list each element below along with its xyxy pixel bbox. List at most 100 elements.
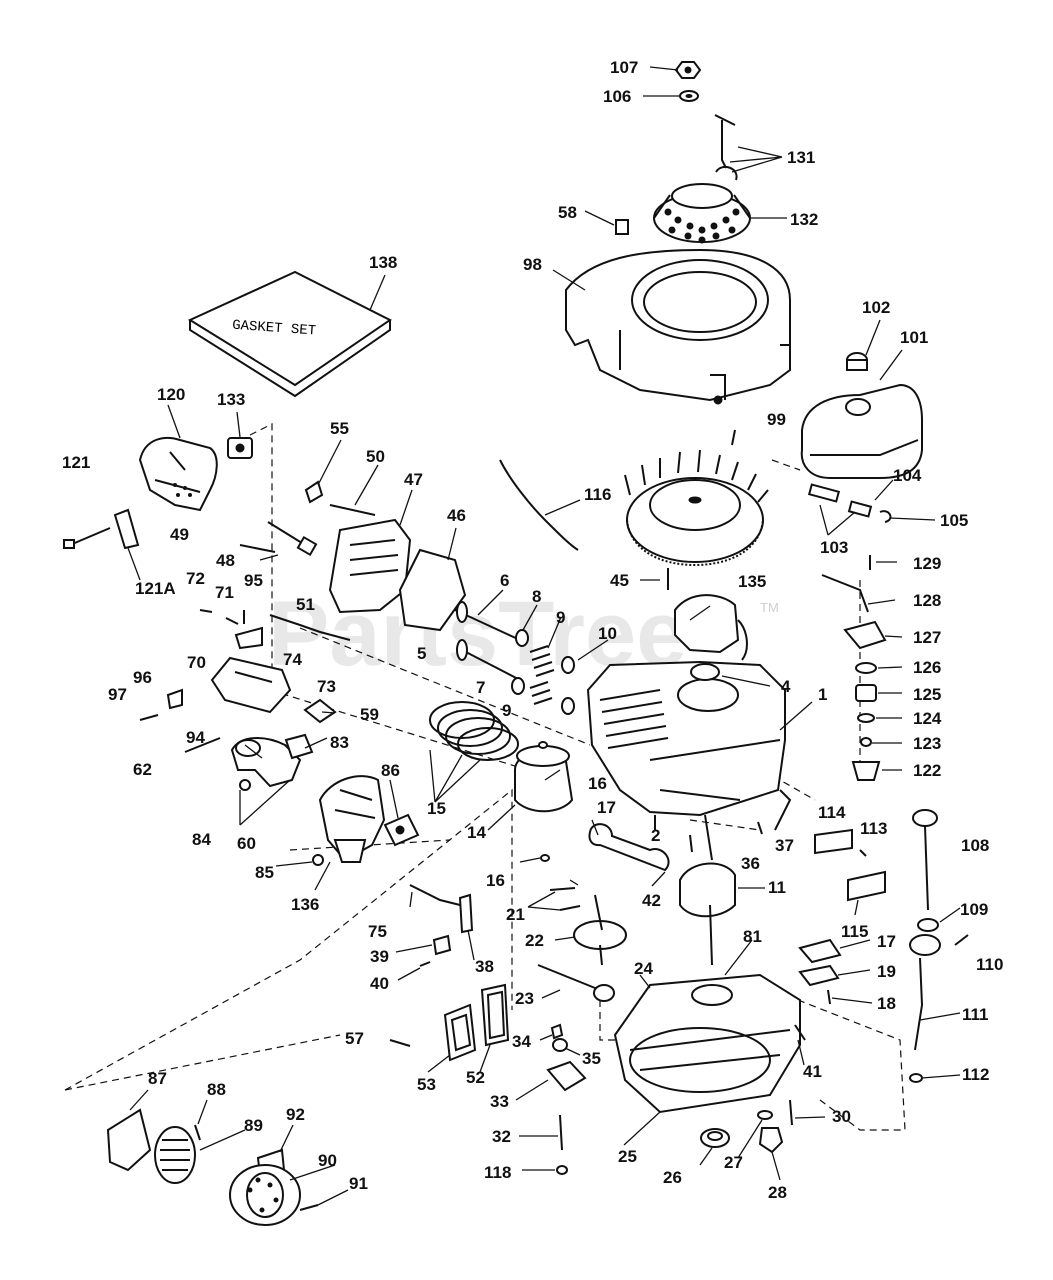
callout-52: 52 xyxy=(466,1068,485,1087)
callout-121: 121 xyxy=(62,453,90,472)
screw-91-part xyxy=(299,1204,319,1211)
gasket-set-part: GASKET SET xyxy=(187,270,392,398)
valve-6-part xyxy=(454,601,521,641)
washer-118-part xyxy=(556,1165,568,1175)
callout-34: 34 xyxy=(512,1032,531,1051)
piston-part xyxy=(514,745,574,813)
link-75-part xyxy=(409,884,461,906)
callout-112: 112 xyxy=(962,1065,989,1084)
callout-46: 46 xyxy=(447,506,466,525)
pin-36-part xyxy=(757,821,763,835)
dowel-42-part xyxy=(689,834,693,853)
callout-84: 84 xyxy=(192,830,211,849)
callout-132: 132 xyxy=(790,210,818,229)
callout-18: 18 xyxy=(877,994,896,1013)
callout-38: 38 xyxy=(475,957,494,976)
tappet-b-part xyxy=(559,905,581,911)
screw-40-part xyxy=(419,961,431,967)
screw-72-part xyxy=(199,609,213,613)
cover-53-part xyxy=(443,1003,477,1062)
callout-41: 41 xyxy=(803,1062,822,1081)
seal-26-part xyxy=(700,1128,730,1148)
callout-108: 108 xyxy=(961,836,989,855)
callout-15: 15 xyxy=(427,799,446,818)
o-ring-112-part xyxy=(909,1073,923,1083)
callout-37: 37 xyxy=(775,836,794,855)
shaft-32-part xyxy=(559,1114,563,1151)
callout-27: 27 xyxy=(724,1153,743,1172)
callout-labels: 107 106 131 132 58 98 138 102 101 120 13… xyxy=(62,58,1003,1202)
valve-seat-b-part xyxy=(561,697,575,715)
bolt-41-part xyxy=(794,1024,806,1041)
callout-19: 19 xyxy=(877,962,896,981)
valve-5-part xyxy=(456,639,521,681)
callout-135: 135 xyxy=(738,572,766,591)
dipstick-part xyxy=(912,809,938,911)
callout-48: 48 xyxy=(216,551,235,570)
callout-138: 138 xyxy=(369,253,397,272)
callout-21: 21 xyxy=(506,905,525,924)
callout-91: 91 xyxy=(349,1174,368,1193)
fuel-tank-part xyxy=(800,383,923,479)
callout-85: 85 xyxy=(255,863,274,882)
callout-116: 116 xyxy=(584,485,611,504)
callout-113: 113 xyxy=(860,819,887,838)
piston-pin-clip-a-part xyxy=(538,741,548,749)
gov-arm-17-part xyxy=(798,938,842,964)
callout-40: 40 xyxy=(370,974,389,993)
blower-housing-part xyxy=(565,248,791,405)
callout-57: 57 xyxy=(345,1029,364,1048)
callout-105: 105 xyxy=(940,511,968,530)
callout-75: 75 xyxy=(368,922,387,941)
gear-35-part xyxy=(552,1038,568,1052)
muffler-bracket-part xyxy=(113,508,140,550)
cylinder-block-part xyxy=(586,660,786,817)
callout-110: 110 xyxy=(976,955,1003,974)
callout-89: 89 xyxy=(244,1116,263,1135)
callout-28: 28 xyxy=(768,1183,787,1202)
oil-seal-4-part xyxy=(690,663,720,681)
bolt-58-part xyxy=(615,219,629,235)
spark-plug-boot-part xyxy=(304,480,324,504)
callout-5: 5 xyxy=(417,644,426,663)
ground-wire-part xyxy=(499,459,579,551)
callout-8: 8 xyxy=(532,587,541,606)
callout-99: 99 xyxy=(767,410,786,429)
retainer-7-part xyxy=(511,677,525,695)
callout-102: 102 xyxy=(862,298,890,317)
callout-115: 115 xyxy=(841,922,868,941)
breather-element-part xyxy=(855,684,877,702)
rotating-screen-part xyxy=(653,183,751,244)
callout-107: 107 xyxy=(610,58,638,77)
callout-104: 104 xyxy=(893,466,922,485)
callout-59: 59 xyxy=(360,705,379,724)
bracket-38-part xyxy=(458,893,474,934)
bolt-30-part xyxy=(789,1099,793,1126)
clip-39-part xyxy=(432,934,452,956)
callout-90: 90 xyxy=(318,1151,337,1170)
breather-cover-part xyxy=(843,620,887,650)
cylinder-head-part xyxy=(328,518,412,614)
callout-23: 23 xyxy=(515,989,534,1008)
carburetor-part xyxy=(318,775,386,863)
callout-136: 136 xyxy=(291,895,319,914)
callout-128: 128 xyxy=(913,591,941,610)
breather-valve-part xyxy=(860,737,872,747)
callout-83: 83 xyxy=(330,733,349,752)
callout-72: 72 xyxy=(186,569,205,588)
leader-lines xyxy=(127,66,961,1206)
callout-14: 14 xyxy=(467,823,486,842)
callout-17b: 17 xyxy=(877,932,896,951)
piston-rings-part xyxy=(429,701,519,761)
callout-17a: 17 xyxy=(597,798,616,817)
callout-94: 94 xyxy=(186,728,205,747)
fill-tube-part xyxy=(909,934,941,1051)
callout-62: 62 xyxy=(133,760,152,779)
muffler-adapter-part xyxy=(227,437,253,459)
callout-26: 26 xyxy=(663,1168,682,1187)
o-ring-109-part xyxy=(917,918,939,932)
air-cleaner-base-part xyxy=(106,1108,152,1172)
callout-103: 103 xyxy=(820,538,848,557)
head-gasket-part xyxy=(398,548,467,632)
